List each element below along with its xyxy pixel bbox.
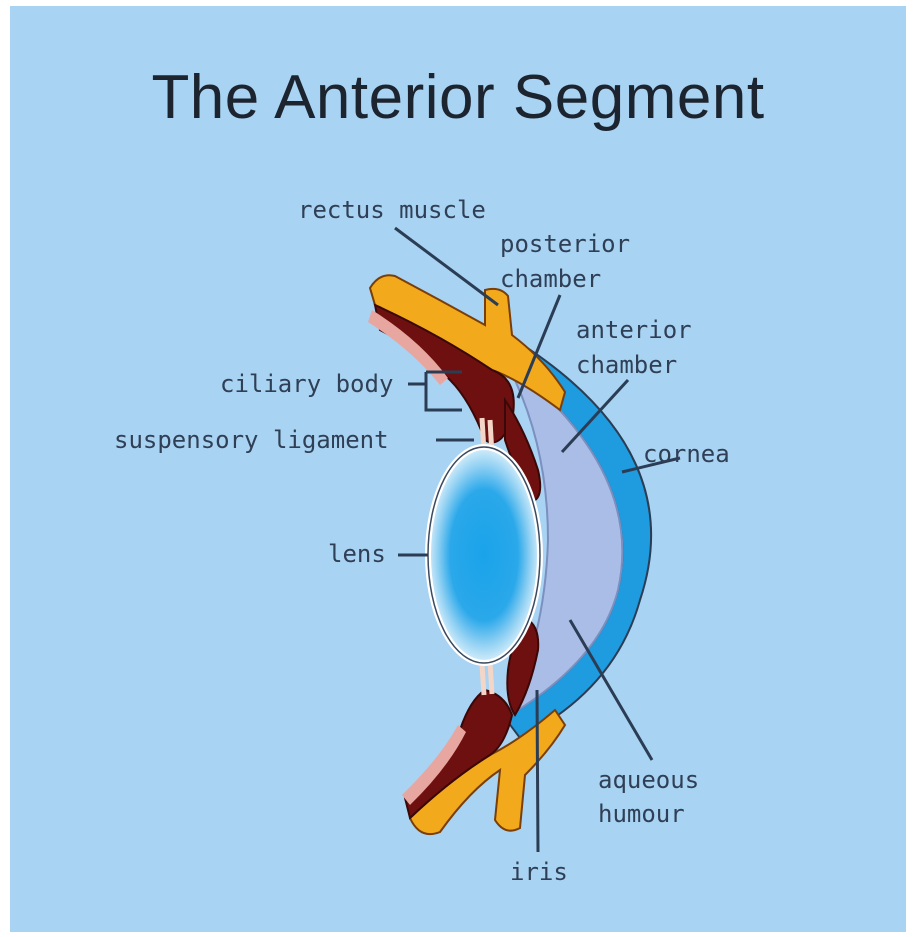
label-aqueous-humour-line2: humour [598,800,685,828]
label-rectus-muscle: rectus muscle [298,196,486,224]
label-aqueous-humour-line1: aqueous [598,766,699,794]
label-ciliary-body: ciliary body [220,370,393,398]
label-iris: iris [510,858,568,886]
label-suspensory-ligament: suspensory ligament [114,426,389,454]
label-posterior-chamber-line2: chamber [500,265,601,293]
label-anterior-chamber-line2: chamber [576,351,677,379]
label-posterior-chamber-line1: posterior [500,230,630,258]
label-lens: lens [328,540,386,568]
label-anterior-chamber-line1: anterior [576,316,692,344]
label-cornea: cornea [643,440,730,468]
